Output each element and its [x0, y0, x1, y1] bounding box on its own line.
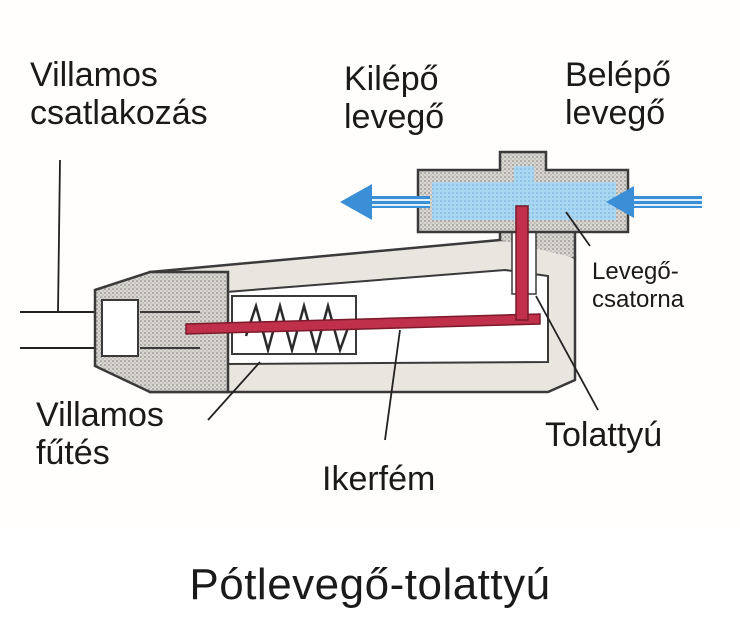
label-outlet-air: Kilépő levegő — [344, 60, 445, 137]
label-electrical-connection: Villamos csatlakozás — [30, 56, 208, 133]
label-electric-heating: Villamos fűtés — [36, 396, 164, 473]
label-air-channel: Levegő- csatorna — [592, 258, 685, 313]
figure-caption: Pótlevegő-tolattyú — [189, 560, 551, 609]
inlet-arrow — [606, 186, 702, 218]
valve-diagram — [20, 150, 702, 441]
label-bimetal: Ikerfém — [322, 460, 436, 498]
diagram-area: Villamos csatlakozás Kilépő levegő Belép… — [20, 56, 702, 498]
leader-lines — [57, 159, 599, 441]
label-inlet-air: Belépő levegő — [565, 56, 671, 133]
label-slide-valve: Tolattyú — [545, 416, 663, 454]
bimetal-strip — [185, 205, 541, 335]
outlet-arrow — [340, 184, 430, 220]
electrical-connector — [93, 270, 230, 394]
